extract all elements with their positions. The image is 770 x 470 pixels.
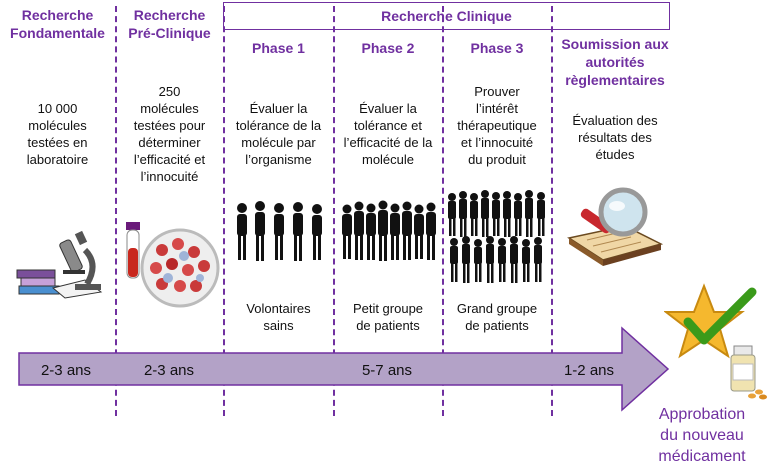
phase-2-title: Phase 2 (361, 40, 415, 56)
phase-1-title: Phase 1 (252, 40, 305, 56)
separator-4 (442, 6, 444, 416)
magnifier-document-icon (567, 187, 664, 266)
pill-bottle-icon (730, 345, 767, 400)
fundamental-description: 10 000 molécules testées en laboratoire (26, 101, 89, 167)
duration-clinical: 5-7 ans (361, 362, 413, 379)
timeline-arrow (18, 326, 670, 412)
star-check-icon (664, 283, 757, 359)
duration-fundamental: 2-3 ans (40, 362, 92, 379)
people-crowd-icon (448, 190, 545, 283)
blood-cells-icon (126, 222, 220, 308)
preclinical-research-title: Recherche Pré-Clinique (128, 7, 211, 41)
clinical-research-header: Recherche Clinique (223, 2, 670, 30)
duration-preclinical: 2-3 ans (143, 362, 195, 379)
approval-label: Approbation du nouveau médicament (658, 406, 746, 465)
preclinical-description: 250 molécules testées pour déterminer l’… (133, 84, 206, 184)
phase-1-description: Évaluer la tolérance de la molécule par … (235, 101, 322, 167)
separator-3 (333, 6, 335, 416)
phase-2-group: Petit groupe de patients (352, 301, 424, 333)
submission-title: Soumission aux autorités règlementaires (561, 36, 669, 88)
separator-1 (115, 6, 117, 416)
people-crowd-icon (342, 200, 436, 261)
separator-5 (551, 6, 553, 416)
people-crowd-icon (237, 201, 322, 261)
duration-submission: 1-2 ans (563, 362, 615, 379)
phase-3-title: Phase 3 (470, 40, 524, 56)
fundamental-research-title: Recherche Fondamentale (10, 7, 105, 41)
phase-1-group: Volontaires sains (246, 301, 311, 333)
clinical-research-title: Recherche Clinique (381, 8, 512, 24)
submission-description: Évaluation des résultats des études (572, 113, 658, 162)
microscope-icon (16, 230, 103, 299)
phase-3-description: Prouver l’intérêt thérapeutique et l’inn… (457, 84, 537, 167)
separator-2 (223, 6, 225, 416)
phase-2-description: Évaluer la tolérance et l’efficacité de … (343, 101, 433, 167)
phase-3-group: Grand groupe de patients (456, 301, 538, 333)
